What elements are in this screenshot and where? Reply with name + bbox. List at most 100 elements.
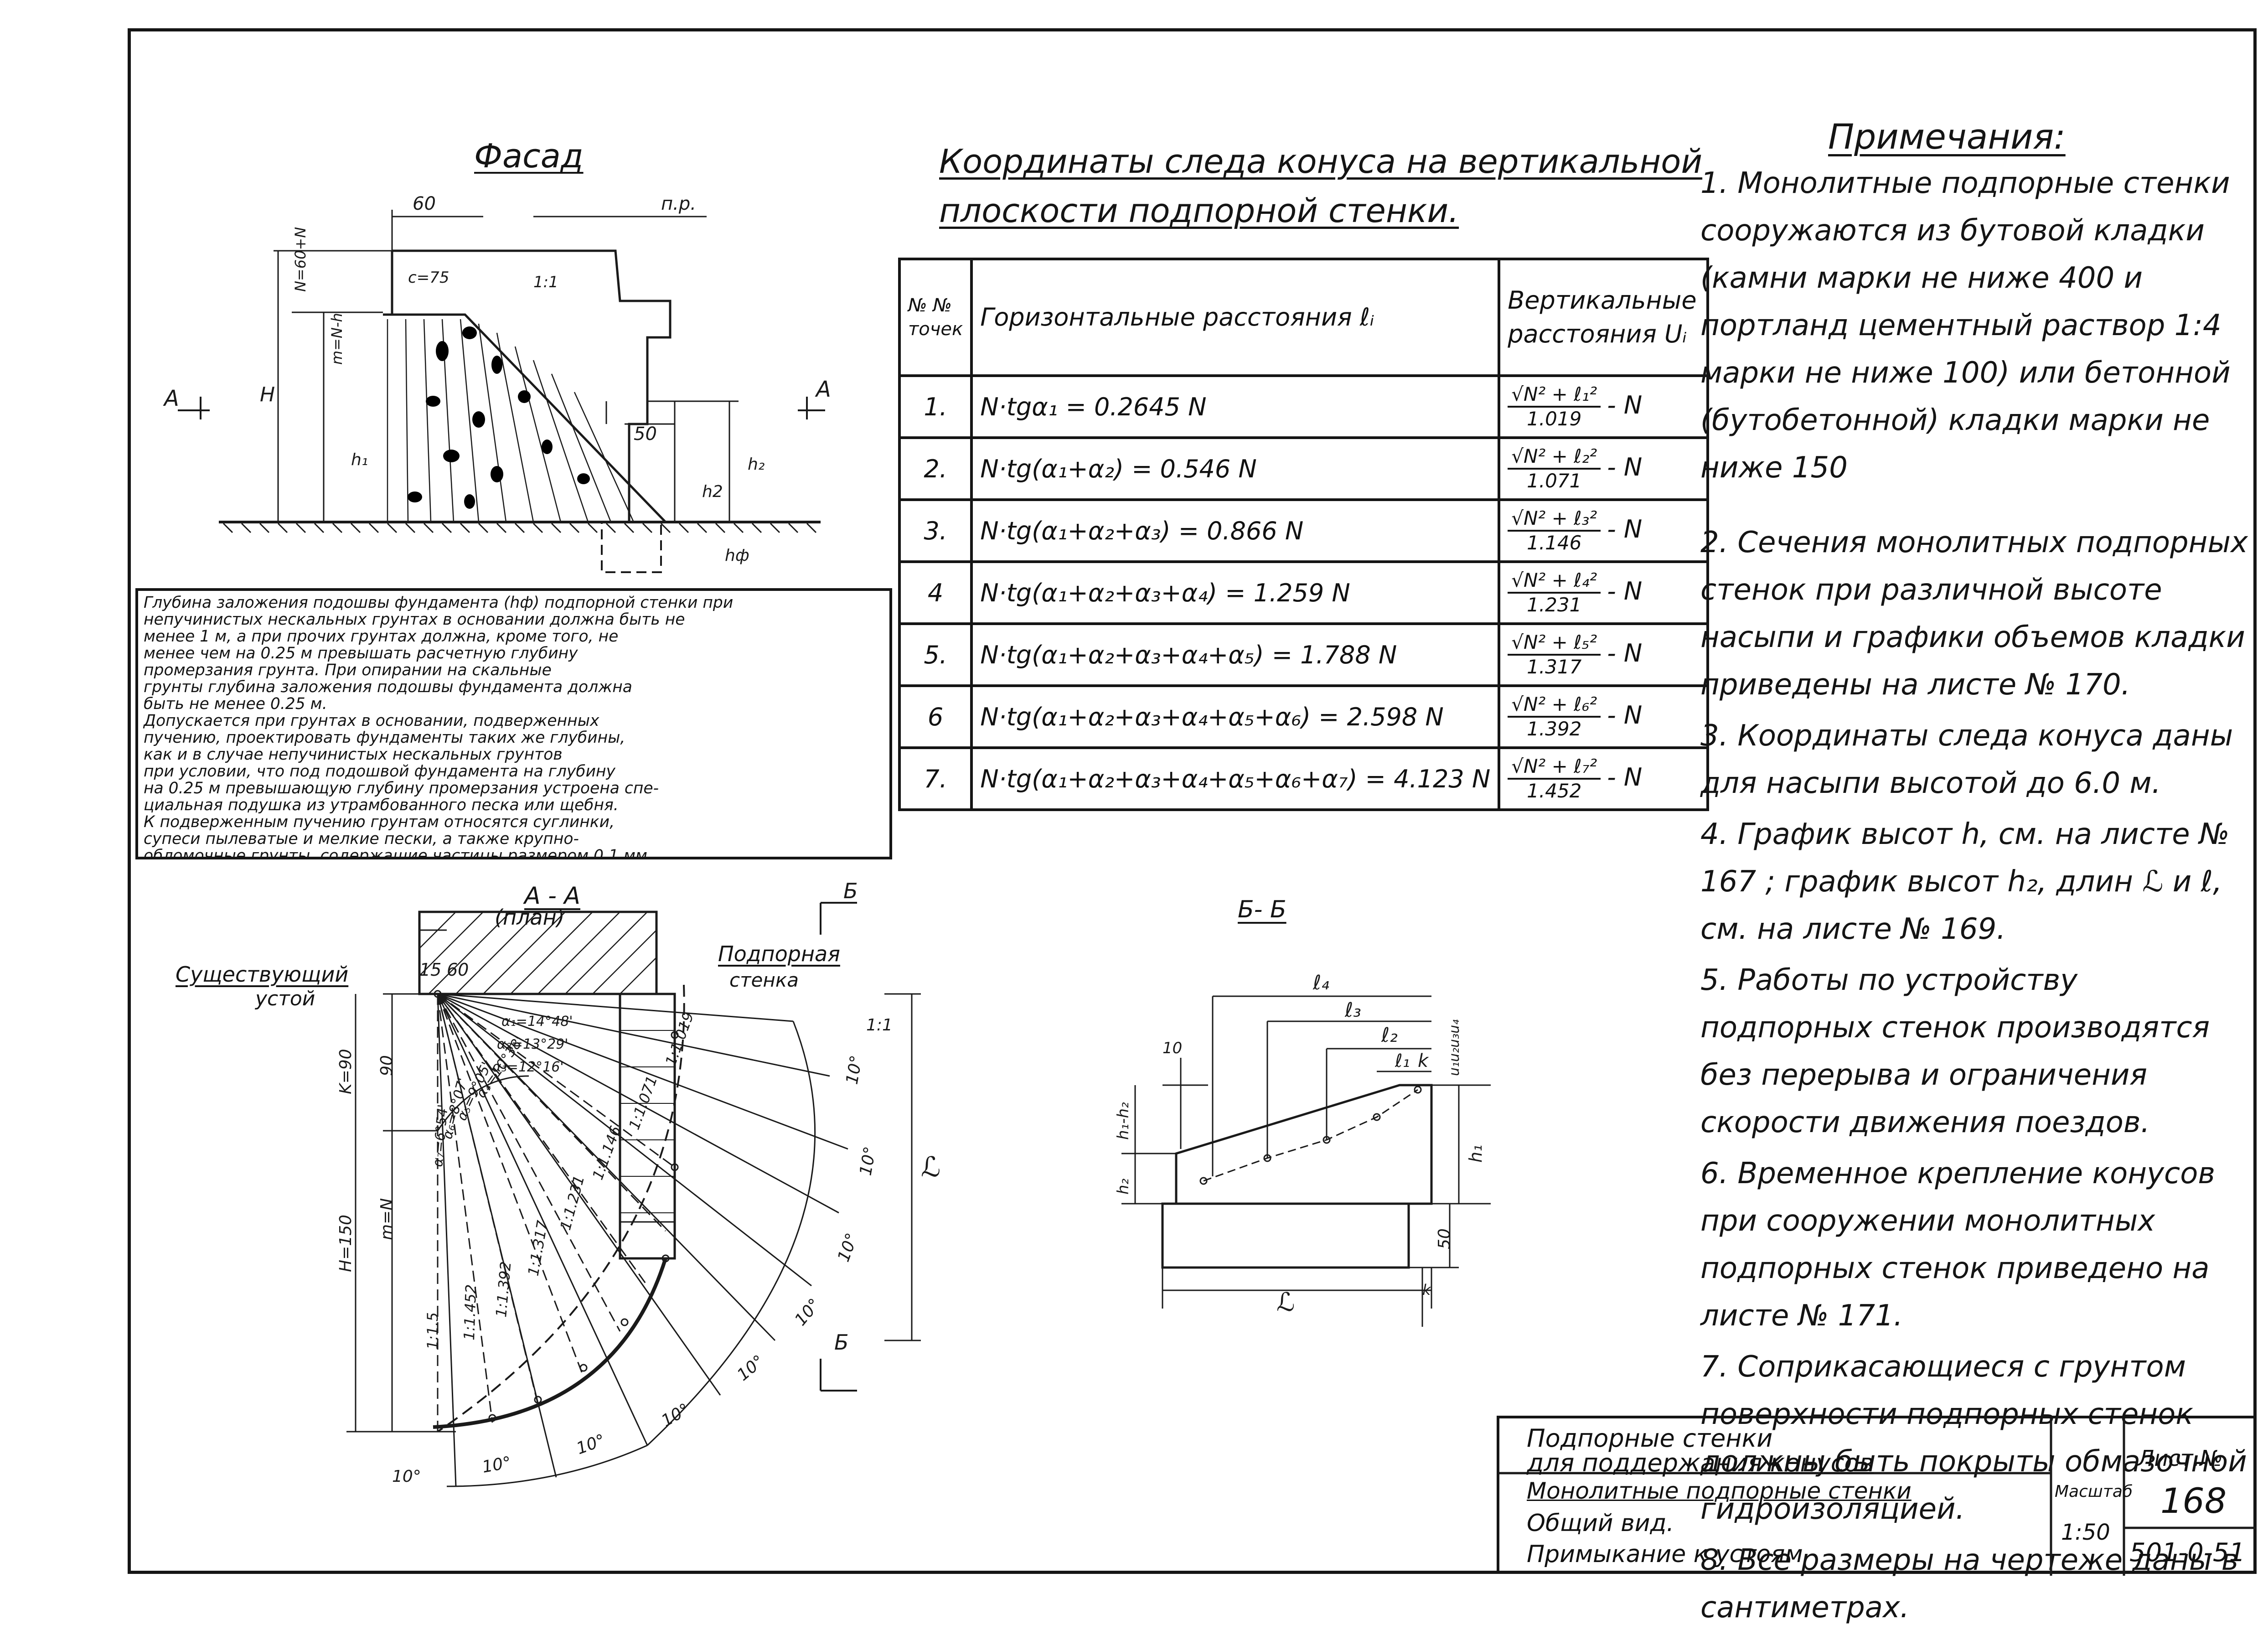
ten-degree-label: 10°	[856, 1145, 879, 1177]
sheet-label: Лист.№	[2138, 1446, 2223, 1471]
title-line3: Монолитные подпорные стенки	[1527, 1478, 1912, 1504]
table-header-row: № № точек Горизонтальные расстояния ℓᵢ В…	[898, 258, 1710, 377]
scale-label: Масштаб	[2055, 1482, 2133, 1501]
minus-n: - N	[1607, 638, 1643, 667]
bb-label-u: u₁u₂u₃u₄	[1447, 1019, 1462, 1076]
foundation-line: обломочные грунты, содержащие частицы ра…	[144, 847, 647, 859]
row-number: 6	[898, 684, 973, 749]
minus-n: - N	[1607, 700, 1643, 730]
section-bb-title: Б- Б	[1238, 896, 1286, 923]
section-mark-b-top: Б	[843, 879, 858, 903]
table-row: 5. N·tg(α₁+α₂+α₃+α₄+α₅) = 1.788 N √N² + …	[898, 622, 1710, 687]
row-number: 5.	[898, 622, 973, 687]
foundation-line: циальная подушка из утрамбованного песка…	[144, 796, 619, 814]
frac-bottom: 1.231	[1527, 594, 1582, 616]
frac-top: √N² + ℓ₁²	[1508, 383, 1601, 408]
ten-degree-label: 10°	[791, 1295, 824, 1330]
coordinates-table: № № точек Горизонтальные расстояния ℓᵢ В…	[898, 258, 1710, 811]
slope-label: 1:1.019	[662, 1009, 697, 1068]
angle-label: α₁=14°48'	[501, 1014, 573, 1030]
note-item: 5. Работы по устройству подпорных стенок…	[1700, 963, 2210, 1139]
plan-slope-11: 1:1	[866, 1016, 893, 1035]
foundation-depth-note: Глубина заложения подошвы фундамента (hф…	[135, 588, 892, 859]
facade-dim-h1: h₁	[351, 450, 368, 469]
foundation-line: на 0.25 м превышающую глубину промерзани…	[144, 779, 659, 797]
ten-degree-label: 10°	[834, 1231, 862, 1264]
row-horizontal: N·tg(α₁+α₂+α₃) = 0.866 N	[970, 498, 1501, 563]
foundation-line: Допускается при грунтах в основании, под…	[144, 712, 599, 730]
row-horizontal: N·tg(α₁+α₂+α₃+α₄+α₅+α₆+α₇) = 4.123 N	[970, 746, 1501, 811]
plan-dim-k90: K=90	[336, 1049, 355, 1094]
row-horizontal: N·tg(α₁+α₂+α₃+α₄+α₅+α₆) = 2.598 N	[970, 684, 1501, 749]
frac-top: √N² + ℓ₃²	[1508, 507, 1601, 532]
bb-label-l3: ℓ₃	[1344, 999, 1361, 1022]
note-item: 1. Монолитные подпорные стенки сооружают…	[1700, 166, 2231, 485]
plan-subtitle: (план)	[495, 905, 565, 930]
slope-label: 1:1.452	[460, 1284, 480, 1340]
slope-label: 1:1.5	[424, 1312, 441, 1350]
slope-label: 1:1.231	[557, 1174, 588, 1232]
drawing-code: 501-0-51	[2129, 1538, 2246, 1568]
slope-label: 1:1.317	[524, 1219, 551, 1277]
minus-n: - N	[1607, 452, 1643, 481]
angle-label: α₂=13°29'	[497, 1036, 568, 1052]
ten-degree-label: 10°	[842, 1054, 866, 1086]
coordinates-title: Координаты следа конуса на вертикальной …	[939, 137, 1703, 235]
row-number: 3.	[898, 498, 973, 563]
frac-top: √N² + ℓ₂²	[1508, 445, 1601, 470]
plan-dim-mn: m=N	[377, 1198, 396, 1240]
facade-dim-h2: h2	[702, 482, 723, 501]
bb-label-h1h2: h₁-h₂	[1114, 1102, 1132, 1140]
row-horizontal: N·tg(α₁+α₂+α₃+α₄) = 1.259 N	[970, 560, 1501, 625]
minus-n: - N	[1607, 762, 1643, 792]
abutment-word: устой	[255, 987, 315, 1010]
facade-drawing: 60 п.р. c=75 1:1 50 H h2 h₂ hф N=60+N m=…	[163, 193, 831, 573]
title-line4: Общий вид.	[1527, 1510, 1674, 1537]
drawing-frame	[128, 28, 2257, 1574]
foundation-line: непучинистых нескальных грунтах в основа…	[144, 611, 685, 629]
row-horizontal: N·tgα₁ = 0.2645 N	[970, 374, 1501, 439]
ten-degree-label: 10°	[392, 1467, 421, 1486]
foundation-line: супеси пылеватые и мелкие пески, а также…	[144, 830, 579, 848]
notes-title: Примечания:	[1828, 116, 2066, 157]
title-line5: Примыкание к устоям	[1527, 1541, 1803, 1568]
header-vertical: Вертикальные расстояния Uᵢ	[1498, 258, 1710, 377]
section-bb-drawing: ℓ₄ ℓ₃ ℓ₂ ℓ₁ k 10 h₁-h₂ h₂ u₁u₂u₃u₄ h₁ 50…	[1114, 971, 1491, 1327]
note-item: 3. Координаты следа конуса даны для насы…	[1700, 719, 2233, 800]
bb-label-h1: h₁	[1466, 1145, 1486, 1163]
plan-dim-L: ℒ	[921, 1151, 940, 1183]
facade-dim-50: 50	[634, 424, 657, 445]
frac-bottom: 1.019	[1527, 408, 1582, 430]
section-mark-b-bottom: Б	[834, 1330, 849, 1355]
bb-label-k: k	[1418, 1050, 1429, 1071]
plan-drawing: 15 60 K=90 90 H=150 m=N ℒ 1:1 α₁=14°48' …	[336, 879, 940, 1487]
bb-label-l1: ℓ₁	[1395, 1050, 1410, 1071]
frac-top: √N² + ℓ₇²	[1508, 755, 1601, 780]
section-mark-a-right: A	[815, 377, 831, 402]
slope-label: 1:1.392	[492, 1261, 515, 1318]
plan-dim-15: 15	[419, 960, 441, 980]
facade-dim-hf: hф	[725, 546, 749, 565]
section-mark-a-left: A	[163, 386, 179, 411]
notes-list: 1. Монолитные подпорные стенки сооружают…	[1700, 160, 2252, 1635]
bb-label-kb: k	[1422, 1281, 1431, 1299]
title-line1: Подпорные стенки	[1527, 1424, 1773, 1453]
note-item: 2. Сечения монолитных подпорных стенок п…	[1700, 526, 2248, 702]
facade-dim-c75: c=75	[408, 269, 449, 287]
minus-n: - N	[1607, 390, 1643, 419]
facade-dim-h: H	[260, 383, 275, 406]
coordinates-title-line1: Координаты следа конуса на вертикальной	[939, 142, 1703, 181]
ten-degree-label: 10°	[734, 1351, 768, 1384]
note-item: 7. Соприкасающиеся с грунтом поверхности…	[1700, 1350, 2247, 1526]
note-item: 6. Временное крепление конусов при соору…	[1700, 1157, 2216, 1333]
slope-label: 1:1.071	[625, 1073, 661, 1132]
